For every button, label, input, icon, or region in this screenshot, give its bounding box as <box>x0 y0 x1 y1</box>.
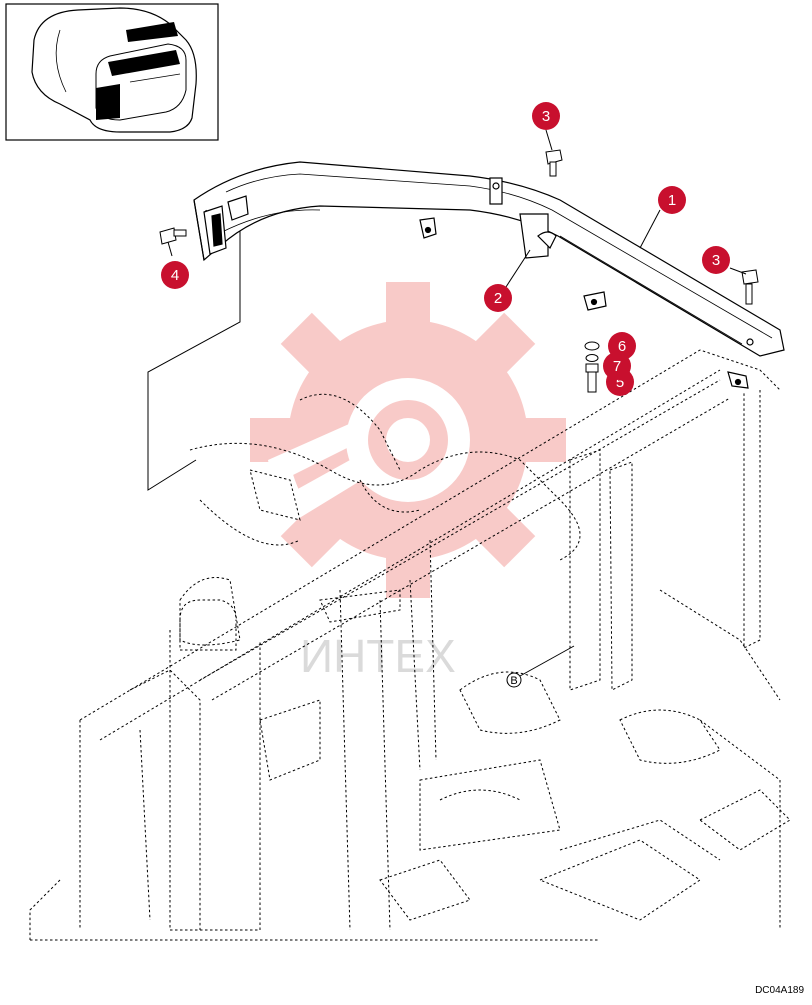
callout-6-label: 6 <box>618 338 626 355</box>
inset-leader <box>147 208 241 491</box>
callout-2-label: 2 <box>494 290 502 307</box>
callout-leaders <box>167 129 747 291</box>
callout-3-top-label: 3 <box>542 108 550 125</box>
callout-7: 7 <box>603 352 631 380</box>
reference-letter: B <box>510 675 517 687</box>
watermark-text: ИНТЕХ <box>300 630 456 682</box>
watermark-logo <box>250 282 566 598</box>
bolt-right <box>741 269 759 305</box>
callout-3-right: 3 <box>702 246 730 274</box>
callout-1-label: 1 <box>668 192 676 209</box>
inset-thumbnail <box>5 3 219 141</box>
callout-1: 1 <box>658 186 686 214</box>
drawing-code: DC04A189 <box>755 985 804 996</box>
reference-b: B <box>506 645 575 688</box>
callout-7-label: 7 <box>613 358 621 375</box>
bolt-top <box>545 149 563 177</box>
callout-3-right-label: 3 <box>712 252 720 269</box>
callout-5-label: 5 <box>616 374 624 391</box>
callout-4: 4 <box>161 261 189 289</box>
bolt-left <box>159 227 187 245</box>
machine-outline <box>29 349 791 941</box>
washer-stack <box>584 341 600 393</box>
callout-3-top: 3 <box>532 102 560 130</box>
callout-2: 2 <box>484 284 512 312</box>
callout-4-label: 4 <box>171 267 179 284</box>
frame-part <box>193 161 785 389</box>
